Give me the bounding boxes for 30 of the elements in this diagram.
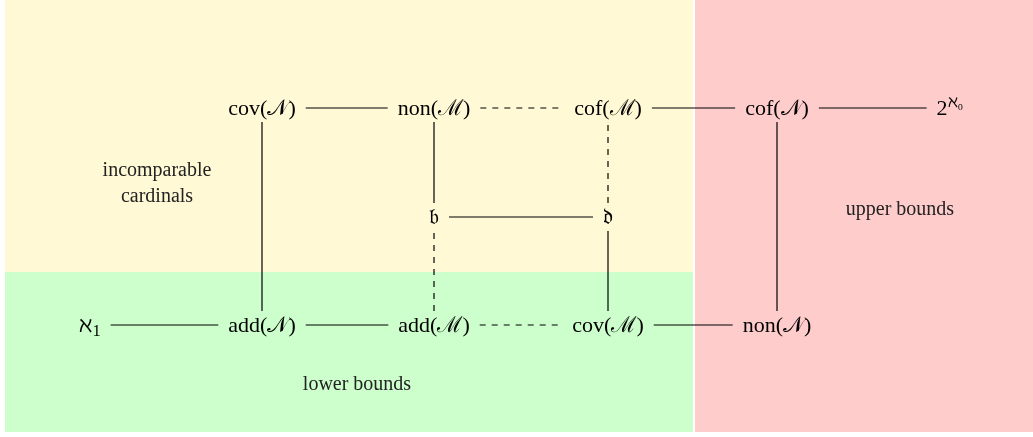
connector-line (448, 216, 594, 218)
connector-line (818, 107, 928, 109)
connector-line (110, 324, 219, 326)
region-label: upper bounds (844, 196, 956, 221)
cardinal-label: cov(𝒩) (228, 95, 296, 120)
cardinal-label: non(ℳ) (397, 95, 471, 120)
cardinal-label: 𝔡 (603, 204, 613, 229)
connector-line (305, 107, 389, 109)
region-band (5, 272, 693, 432)
connector-line (776, 121, 778, 312)
cardinal-label: ℵ$_{1}$ (79, 312, 101, 337)
connector-line (261, 121, 263, 312)
connector-line (305, 324, 389, 326)
cardinal-label: add(ℳ) (398, 312, 470, 337)
region-label: incomparable cardinals (101, 157, 213, 208)
cardinal-label: add(𝒩) (228, 312, 296, 337)
cardinal-label: 2$^{ℵ₀}$ (936, 95, 964, 120)
connector-line (651, 107, 736, 109)
connector-line (433, 230, 435, 312)
cardinal-label: non(𝒩) (742, 312, 812, 337)
connector-line (607, 230, 609, 312)
cardinal-label: cov(ℳ) (572, 312, 644, 337)
region-band (5, 0, 693, 272)
connector-line (653, 324, 734, 326)
cardinal-label: cof(ℳ) (574, 95, 642, 120)
cardinal-label: 𝔟 (429, 204, 439, 229)
cardinal-label: cof(𝒩) (745, 95, 809, 120)
connector-line (433, 121, 435, 204)
region-band (695, 0, 1033, 432)
region-label: lower bounds (301, 371, 413, 396)
